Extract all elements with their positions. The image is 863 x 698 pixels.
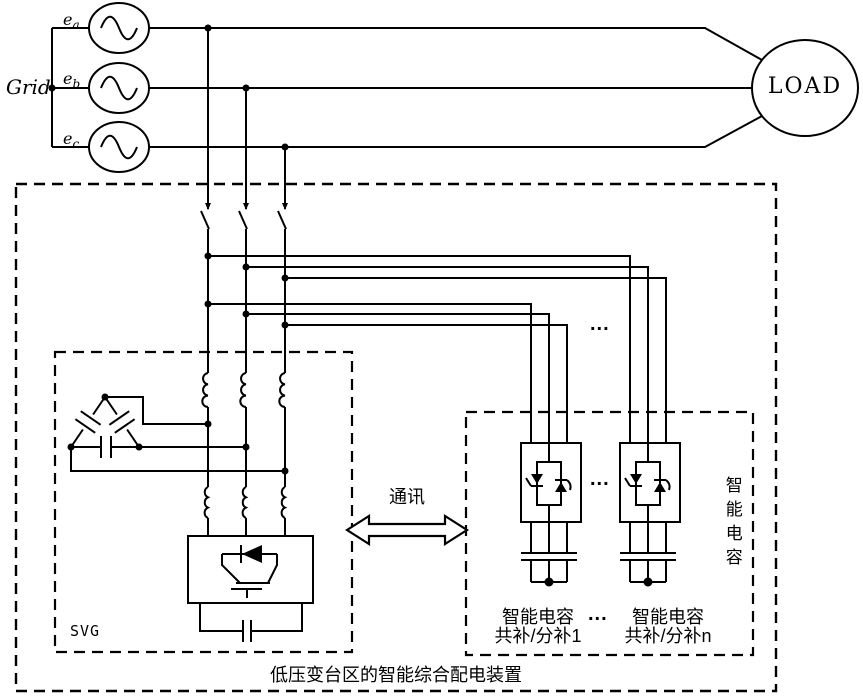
inductor-icon — [278, 372, 286, 408]
inductor-icon — [241, 486, 249, 519]
source-eb-sub: b — [72, 77, 81, 92]
svg-dashed-box — [53, 350, 354, 654]
source-label-ec: ec — [63, 130, 79, 151]
communication-arrow-icon — [344, 513, 470, 547]
module-1-label-line1: 智能电容 — [502, 607, 574, 627]
source-label-ea: ea — [63, 11, 80, 32]
bus-lines — [149, 27, 763, 148]
source-ea-base: e — [63, 10, 73, 29]
phase-feeders — [200, 28, 288, 536]
breaker-contact-icon — [282, 203, 288, 210]
ac-source-ec-icon — [88, 121, 150, 173]
antiparallel-thyristors-icon — [624, 474, 671, 492]
capacitor-icon — [620, 552, 676, 561]
bottom-caption: 低压变台区的智能综合配电装置 — [270, 665, 522, 685]
svg-inductors — [201, 372, 288, 519]
antiparallel-thyristors-icon — [525, 474, 572, 492]
svg-box-label: SVG — [70, 622, 101, 640]
ellipsis-modules: ... — [590, 468, 610, 490]
inductor-icon — [201, 372, 209, 408]
breaker-contact-icon — [243, 203, 249, 210]
tap-lines-module-1 — [208, 303, 568, 443]
breaker-contact-icon — [205, 203, 211, 210]
capacitor-branches — [521, 522, 577, 587]
breaker-blade-icon — [238, 210, 248, 230]
module-n-label: 智能电容 共补/分补n — [612, 608, 724, 646]
module-box — [520, 442, 582, 523]
breaker-blade-icon — [277, 210, 287, 230]
source-ec-sub: c — [72, 137, 80, 152]
capacitor-branches — [620, 522, 676, 587]
ellipsis-module-labels: ... — [588, 603, 608, 625]
source-eb-base: e — [63, 69, 73, 88]
module-n-label-line2: 共补/分补n — [624, 626, 712, 646]
module-box — [619, 442, 681, 523]
module-1-label: 智能电容 共补/分补1 — [482, 608, 594, 646]
tap-lines-module-n — [208, 255, 667, 443]
ac-source-eb-icon — [88, 62, 150, 114]
capacitor-icon — [521, 552, 577, 561]
source-ea-sub: a — [72, 18, 80, 33]
igbt-diode-icon — [221, 545, 278, 598]
ac-source-ea-icon — [88, 2, 150, 54]
inductor-icon — [280, 486, 288, 519]
smart-capacitor-side-label: 智能电容 — [722, 476, 742, 572]
inductor-icon — [203, 486, 211, 519]
svg-converter-module — [187, 535, 314, 642]
junction-dot — [544, 577, 554, 587]
capacitor-icon — [100, 436, 112, 458]
phase-c-feeder — [277, 147, 288, 536]
breaker-blade-icon — [200, 210, 210, 230]
converter-box — [187, 535, 314, 604]
capacitor-icon — [242, 620, 252, 642]
thyristor-module-n — [619, 442, 681, 587]
capacitor-icon — [74, 410, 102, 434]
outer-dashed-box — [14, 182, 778, 693]
source-label-eb: eb — [63, 70, 80, 91]
delta-capacitor-bank — [70, 396, 285, 472]
junction-dots — [48, 24, 289, 475]
module-1-label-line2: 共补/分补1 — [494, 626, 582, 646]
grid-label: Grid — [6, 75, 51, 99]
smart-capacitor-dashed-box — [464, 410, 755, 657]
communication-label: 通讯 — [389, 487, 425, 507]
junction-dot — [643, 577, 653, 587]
capacitor-icon — [108, 410, 136, 434]
source-ec-base: e — [63, 129, 73, 148]
thyristor-module-1 — [520, 442, 582, 587]
phase-a-feeder — [200, 28, 211, 536]
inductor-icon — [239, 372, 247, 408]
load-circle — [751, 39, 859, 137]
module-n-label-line1: 智能电容 — [632, 607, 704, 627]
dc-link-capacitor — [199, 603, 303, 642]
ellipsis-tap-lines: ... — [590, 313, 610, 335]
load-label: LOAD — [767, 74, 843, 99]
